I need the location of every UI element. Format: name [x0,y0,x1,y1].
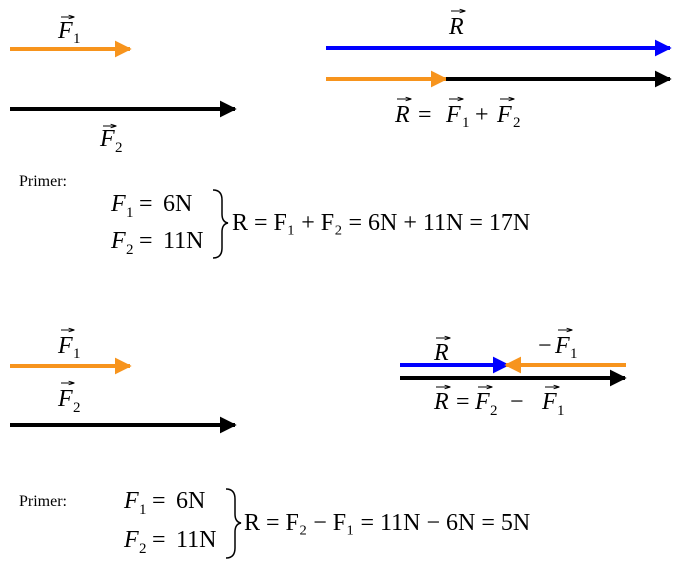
svg-text:F: F [554,333,570,359]
r-vector-label-top: R [448,11,465,40]
sum-vector-equation: R = F 1 + F 2 [394,99,521,131]
svg-text:R: R [433,340,449,366]
svg-text:1: 1 [73,31,81,47]
svg-text:F: F [123,527,139,553]
svg-text:1: 1 [557,403,565,419]
svg-text:2: 2 [139,541,147,557]
svg-text:=: = [139,191,153,217]
svg-text:1: 1 [139,502,147,518]
f1-vector-label-top: F 1 [57,17,81,47]
neg-f1-vector-label: − F 1 [538,330,578,362]
svg-text:F: F [123,488,139,514]
sum-example-result: R = F₁ + F₂ = 6N + 11N = 17N [232,210,530,236]
svg-text:F: F [541,389,557,415]
svg-text:R: R [448,14,464,40]
svg-text:R: R [394,102,410,128]
svg-text:−: − [538,333,552,359]
svg-text:F: F [474,389,490,415]
svg-text:F: F [57,386,73,412]
example-label-1: Primer: [19,173,67,190]
diff-example-givens: F 1 = 6N F 2 = 11N [123,488,216,557]
diff-vector-equation: R = F 2 − F 1 [433,387,565,419]
example-label-2: Primer: [19,493,67,510]
svg-text:2: 2 [73,400,81,416]
svg-text:1: 1 [126,205,134,221]
svg-text:2: 2 [126,242,134,258]
svg-text:2: 2 [115,140,123,156]
sum-example-brace [212,189,229,259]
svg-text:=: = [418,102,432,128]
f2-vector-label-top: F 2 [99,126,123,156]
svg-text:F: F [110,228,126,254]
svg-text:F: F [57,18,73,44]
svg-text:−: − [510,389,524,415]
diff-example-result: R = F₂ − F₁ = 11N − 6N = 5N [244,510,530,536]
svg-text:F: F [99,126,115,152]
f1-vector-label-bottom: F 1 [57,330,81,362]
svg-text:11N: 11N [163,228,203,254]
svg-text:6N: 6N [163,191,192,217]
svg-text:F: F [496,102,512,128]
svg-text:1: 1 [570,346,578,362]
r-vector-label-bottom: R [433,338,450,366]
svg-text:1: 1 [462,115,470,131]
svg-text:F: F [445,102,461,128]
sum-example-givens: F 1 = 6N F 2 = 11N [110,191,203,258]
svg-text:+: + [475,102,489,128]
svg-text:F: F [57,333,73,359]
svg-text:11N: 11N [176,527,216,553]
svg-text:=: = [152,488,166,514]
svg-text:2: 2 [513,115,521,131]
svg-text:=: = [152,527,166,553]
svg-text:6N: 6N [176,488,205,514]
svg-text:F: F [110,191,126,217]
f2-vector-label-bottom: F 2 [57,383,81,416]
svg-text:2: 2 [490,403,498,419]
svg-text:1: 1 [73,346,81,362]
svg-text:=: = [456,389,470,415]
svg-text:R: R [433,389,449,415]
svg-text:=: = [139,228,153,254]
diff-example-brace [225,488,242,559]
